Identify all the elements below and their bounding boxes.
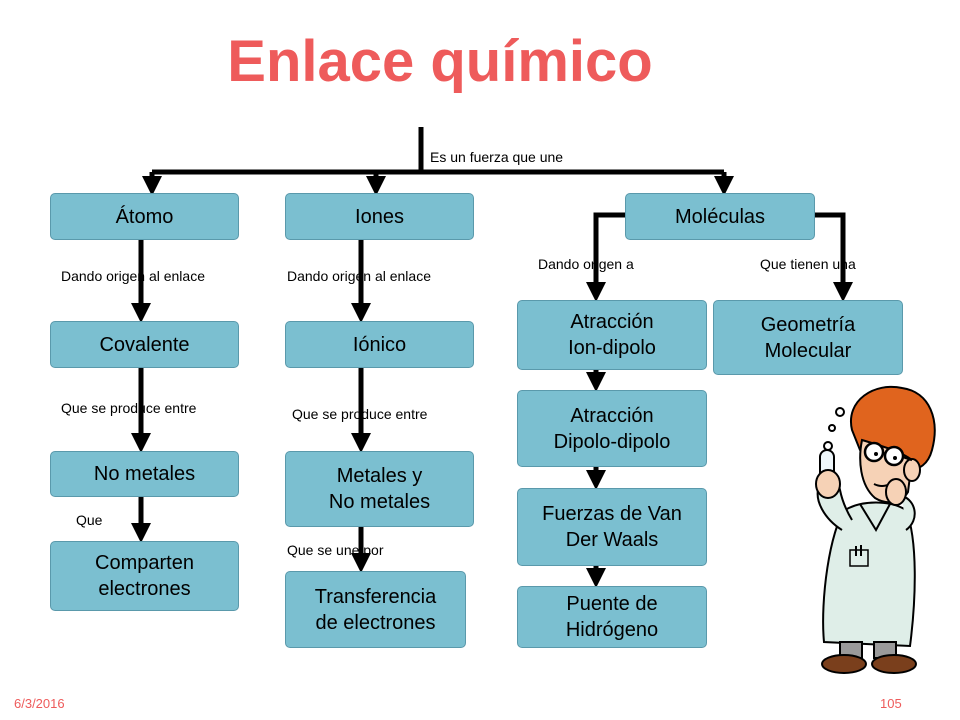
box-transferencia: Transferencia de electrones xyxy=(285,571,466,648)
box-moleculas: Moléculas xyxy=(625,193,815,240)
box-puente-hidrogeno: Puente de Hidrógeno xyxy=(517,586,707,648)
scientist-illustration xyxy=(815,385,936,674)
label-iones-enlace: Dando origen al enlace xyxy=(287,268,431,284)
box-ion-dipolo: Atracción Ion-dipolo xyxy=(517,300,707,370)
footer-date: 6/3/2016 xyxy=(14,696,65,711)
box-metales: Metales y No metales xyxy=(285,451,474,527)
label-produce-1: Que se produce entre xyxy=(61,400,197,416)
label-produce-2: Que se produce entre xyxy=(292,406,428,422)
label-une-por: Que se une por xyxy=(287,542,384,558)
box-ionico: Iónico xyxy=(285,321,474,368)
box-no-metales: No metales xyxy=(50,451,239,497)
top-connector-label: Es un fuerza que une xyxy=(430,149,564,165)
footer-page-number: 105 xyxy=(880,696,902,711)
box-dipolo-dipolo: Atracción Dipolo-dipolo xyxy=(517,390,707,467)
page-title: Enlace químico xyxy=(227,29,653,94)
box-covalente: Covalente xyxy=(50,321,239,368)
label-dando-origen-a: Dando origen a xyxy=(538,256,634,272)
label-tienen-una: Que tienen una xyxy=(760,256,856,272)
box-van-der-waals: Fuerzas de Van Der Waals xyxy=(517,488,707,566)
box-geometria: Geometría Molecular xyxy=(713,300,903,375)
box-atomo: Átomo xyxy=(50,193,239,240)
label-que: Que xyxy=(76,512,103,528)
label-atomo-enlace: Dando origen al enlace xyxy=(61,268,205,284)
box-comparten: Comparten electrones xyxy=(50,541,239,611)
box-iones: Iones xyxy=(285,193,474,240)
